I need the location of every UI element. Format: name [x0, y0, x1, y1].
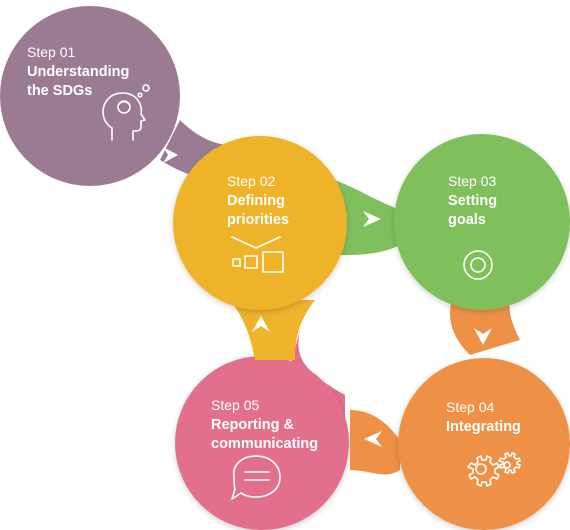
step-02-title-line1: Defining [227, 193, 285, 209]
gears-icon [467, 452, 521, 487]
step-05-circle [175, 356, 349, 530]
step-02-title-line2: priorities [227, 212, 289, 228]
step-01-title-line1: Understanding [27, 64, 129, 80]
step-01-number: Step 01 [27, 44, 75, 60]
priority-boxes-icon [231, 236, 284, 273]
chevron-right-icon [163, 147, 178, 163]
step-03-shape [335, 134, 570, 310]
step-05-title-line2: communicating [211, 436, 318, 452]
step-03-title-line2: goals [448, 212, 486, 228]
step-03-circle [394, 134, 570, 310]
step-02-connector [230, 300, 315, 360]
chevron-up-icon [252, 316, 270, 332]
step-05-shape [175, 330, 349, 530]
step-04-circle [398, 358, 570, 530]
step-04-number: Step 04 [446, 399, 494, 415]
step-02-circle [173, 136, 347, 310]
step-05-number: Step 05 [211, 397, 259, 413]
step-03-connector [335, 180, 400, 255]
speech-bubble-icon [231, 455, 281, 500]
step-02-shape [173, 136, 347, 360]
chevron-right-icon [363, 211, 381, 227]
target-icon [463, 250, 493, 280]
step-04-title-line1: Integrating [446, 419, 521, 435]
step-02-number: Step 02 [227, 173, 275, 189]
chevron-down-icon [474, 328, 492, 345]
head-brain-icon [102, 84, 150, 141]
step-01-circle [0, 6, 180, 186]
step-01-title-line2: the SDGs [27, 83, 92, 99]
step-03-number: Step 03 [448, 173, 496, 189]
step-05-title-line1: Reporting & [211, 417, 294, 433]
step-03-title-line1: Setting [448, 193, 497, 209]
chevron-left-icon [364, 431, 382, 447]
